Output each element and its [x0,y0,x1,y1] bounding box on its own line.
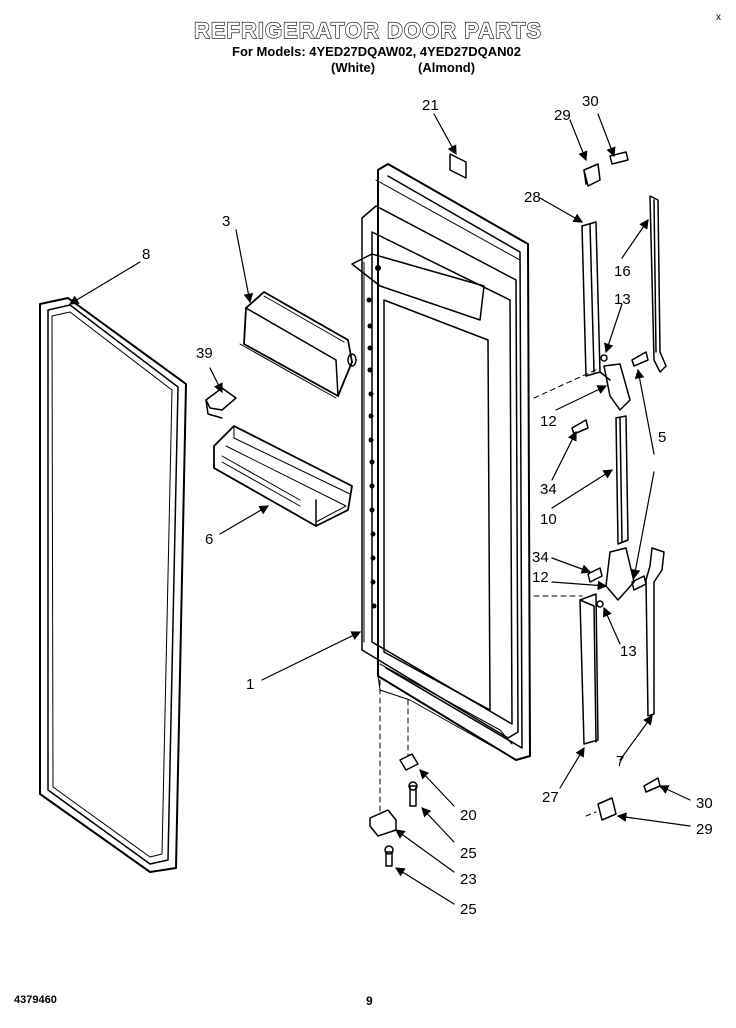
callout-6: 6 [205,531,213,548]
callout-29-lower: 29 [696,821,713,838]
callout-13-lower: 13 [620,643,637,660]
part-8-door-gasket [39,297,187,873]
callout-30-upper: 30 [582,93,599,110]
part-20-bottom-cam [399,753,419,771]
leader-arrows [68,113,691,905]
part-27-lower-trim [579,593,599,745]
callout-23: 23 [460,871,477,888]
callout-16: 16 [614,263,631,280]
door-liner-shelf-holes [366,265,381,609]
part-29-lower-hinge-cap [597,797,617,821]
part-10-middle-strip [615,415,629,545]
callout-8: 8 [142,246,150,263]
corner-mark: x [716,12,721,23]
part-5-upper-screw [631,351,649,367]
part-7-lower-strip [645,547,665,717]
part-30-upper-screw [609,151,629,165]
part-6-door-bin [213,425,353,527]
part-34-upper-screw [571,419,589,435]
part-39-clip [205,387,237,419]
callout-25-upper: 25 [460,845,477,862]
part-12-upper-hinge [599,363,631,411]
callout-29-upper: 29 [554,107,571,124]
part-28-upper-trim [581,221,601,377]
callout-numbers: 8 3 39 6 1 21 28 29 30 16 13 12 5 34 10 … [142,93,713,918]
part-3-dairy-door [239,291,357,399]
document-number: 4379460 [14,994,57,1006]
part-12-lower-hinge [605,547,635,601]
almond-label: (Almond) [418,60,476,75]
callout-1: 1 [246,676,254,693]
callout-7: 7 [616,753,624,770]
callout-34-lower: 34 [532,549,549,566]
part-25-upper-screw [408,781,418,807]
callout-20: 20 [460,807,477,824]
callout-25-lower: 25 [460,901,477,918]
part-34-lower-screw [587,567,603,583]
callout-13-upper: 13 [614,291,631,308]
part-13-upper-bushing [600,354,608,362]
callout-34-upper: 34 [540,481,557,498]
part-16-upper-strip [649,195,667,373]
part-30-lower-screw [643,777,661,793]
part-25-lower-screw [384,845,394,867]
diagram-title: REFRIGERATOR DOOR PARTS [193,17,543,43]
callout-3: 3 [222,213,230,230]
callout-30-lower: 30 [696,795,713,812]
callout-21: 21 [422,97,439,114]
callout-12-lower: 12 [532,569,549,586]
callout-10: 10 [540,511,557,528]
callout-28: 28 [524,189,541,206]
callout-5: 5 [658,429,666,446]
part-1-door-liner [351,163,531,761]
part-21-label [449,153,467,179]
part-23-bottom-hinge [369,809,397,837]
part-29-upper-hinge-cap [583,163,601,187]
models-line: For Models: 4YED27DQAW02, 4YED27DQAN02 [232,44,521,59]
callout-12-upper: 12 [540,413,557,430]
callout-39: 39 [196,345,213,362]
callout-27: 27 [542,789,559,806]
white-label: (White) [331,60,376,75]
part-13-lower-bushing [596,600,604,608]
page-number: 9 [366,994,373,1008]
alignment-lines [379,367,601,817]
